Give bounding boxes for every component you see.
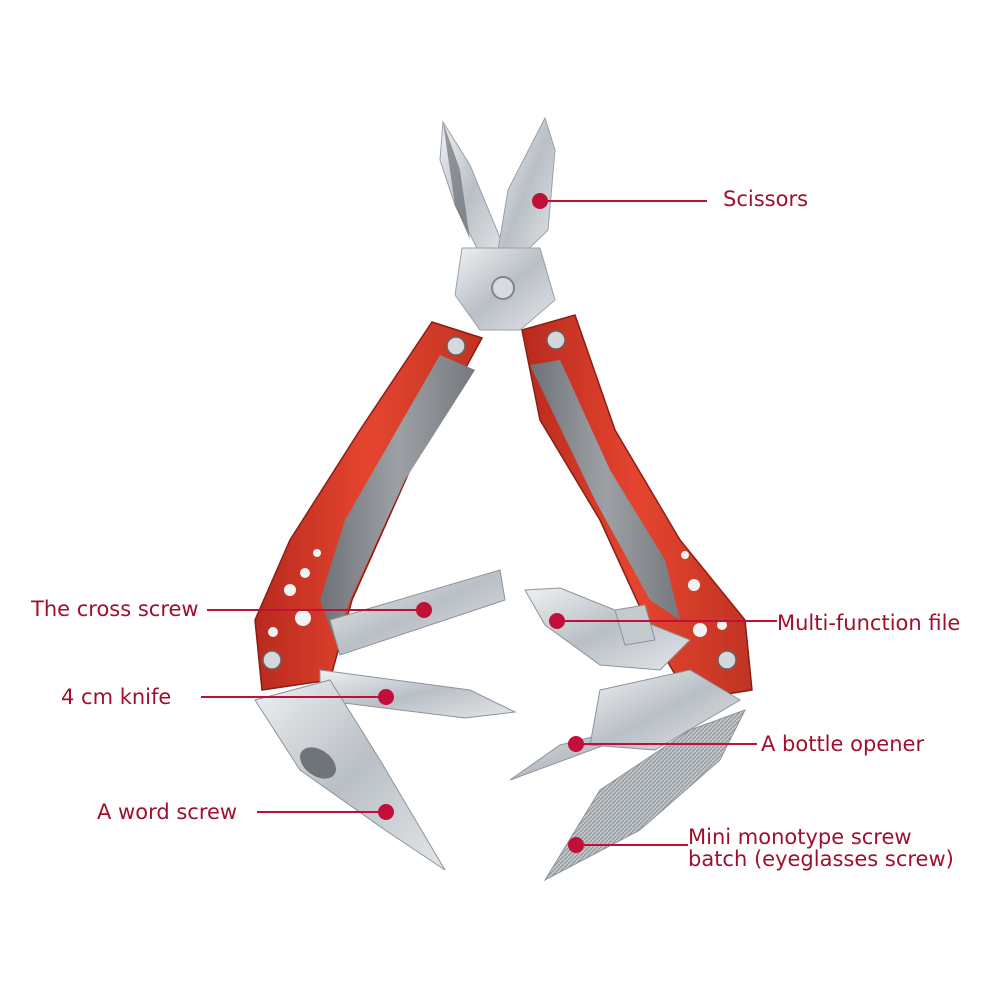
callout-pointers (201, 193, 777, 853)
scissors-marker (532, 193, 548, 209)
left-handle (254, 321, 484, 691)
mini-screw-marker (568, 837, 584, 853)
label-bottle-opener: A bottle opener (761, 732, 925, 756)
label-scissors: Scissors (723, 187, 809, 211)
cross-screw-marker (416, 602, 432, 618)
label-cross-screw: The cross screw (31, 597, 199, 621)
word-screw-marker (378, 804, 394, 820)
label-multi-function-file: Multi-function file (777, 611, 961, 635)
label-mini-screw: Mini monotype screw batch (eyeglasses sc… (688, 826, 954, 870)
right-handle (521, 314, 753, 701)
label-knife: 4 cm knife (61, 685, 172, 709)
knife-marker (378, 689, 394, 705)
label-mini-screw-line2: batch (eyeglasses screw) (688, 847, 954, 871)
right-tools (509, 587, 747, 882)
scissors-tool (439, 116, 556, 331)
bottle-opener-marker (568, 736, 584, 752)
multi-file-marker (549, 613, 565, 629)
label-word-screw: A word screw (97, 800, 238, 824)
label-mini-screw-line1: Mini monotype screw (688, 825, 912, 849)
